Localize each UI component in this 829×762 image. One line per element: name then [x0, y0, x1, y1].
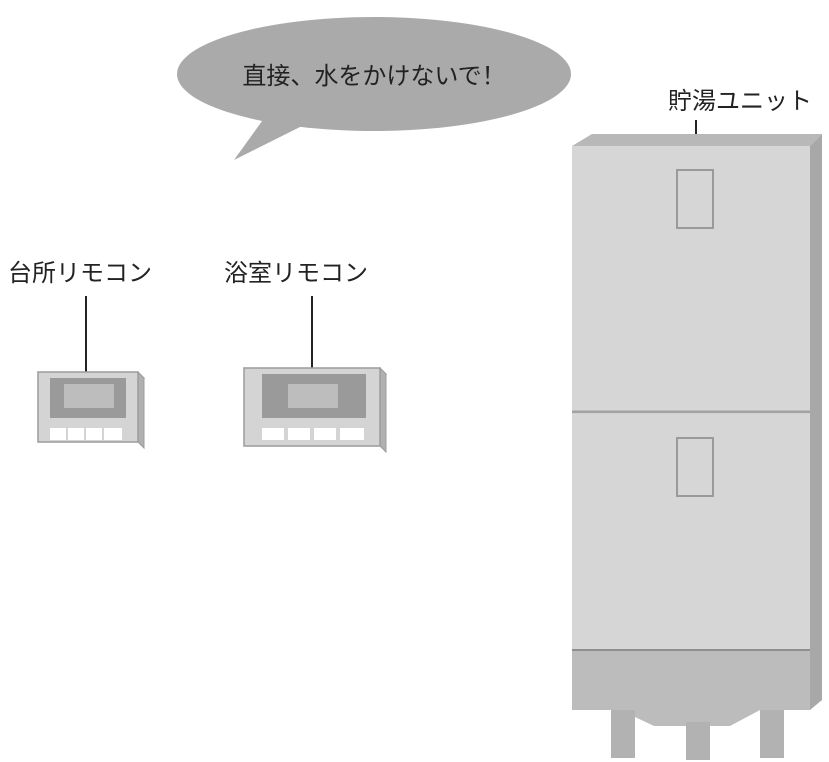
storage-unit-lower-window	[676, 437, 714, 497]
bathroom-remote-button	[314, 428, 336, 440]
storage-unit-leg-center	[686, 722, 710, 760]
bathroom-remote-button	[340, 428, 364, 440]
storage-unit-upper-panel	[572, 146, 810, 412]
storage-unit-label: 貯湯ユニット	[668, 87, 812, 115]
bathroom-remote-button	[262, 428, 284, 440]
bathroom-remote-button	[288, 428, 310, 440]
bathroom-remote-device	[242, 366, 388, 454]
bathroom-remote-label: 浴室リモコン	[224, 259, 368, 287]
storage-unit-lower-panel	[572, 414, 810, 650]
storage-unit-top	[572, 134, 822, 146]
storage-unit-leg-left	[611, 710, 635, 758]
kitchen-remote-label: 台所リモコン	[8, 259, 152, 287]
kitchen-remote-button	[68, 428, 84, 440]
speech-bubble-text: 直接、水をかけないで！	[242, 62, 505, 90]
kitchen-remote: 台所リモコン	[8, 259, 152, 450]
kitchen-remote-button	[50, 428, 66, 440]
storage-unit: 貯湯ユニット	[572, 87, 822, 760]
speech-bubble: 直接、水をかけないで！	[177, 17, 571, 160]
speech-bubble-tail	[234, 110, 318, 160]
speech-bubble-body	[177, 17, 571, 131]
kitchen-remote-button	[104, 428, 122, 440]
storage-unit-base	[572, 651, 810, 710]
storage-unit-upper-window	[676, 169, 714, 229]
storage-unit-base-notch	[620, 710, 760, 726]
storage-unit-leg-right	[760, 710, 784, 758]
bathroom-remote: 浴室リモコン	[224, 259, 388, 454]
storage-unit-side	[810, 134, 822, 710]
kitchen-remote-button	[86, 428, 102, 440]
kitchen-remote-device	[36, 370, 146, 450]
